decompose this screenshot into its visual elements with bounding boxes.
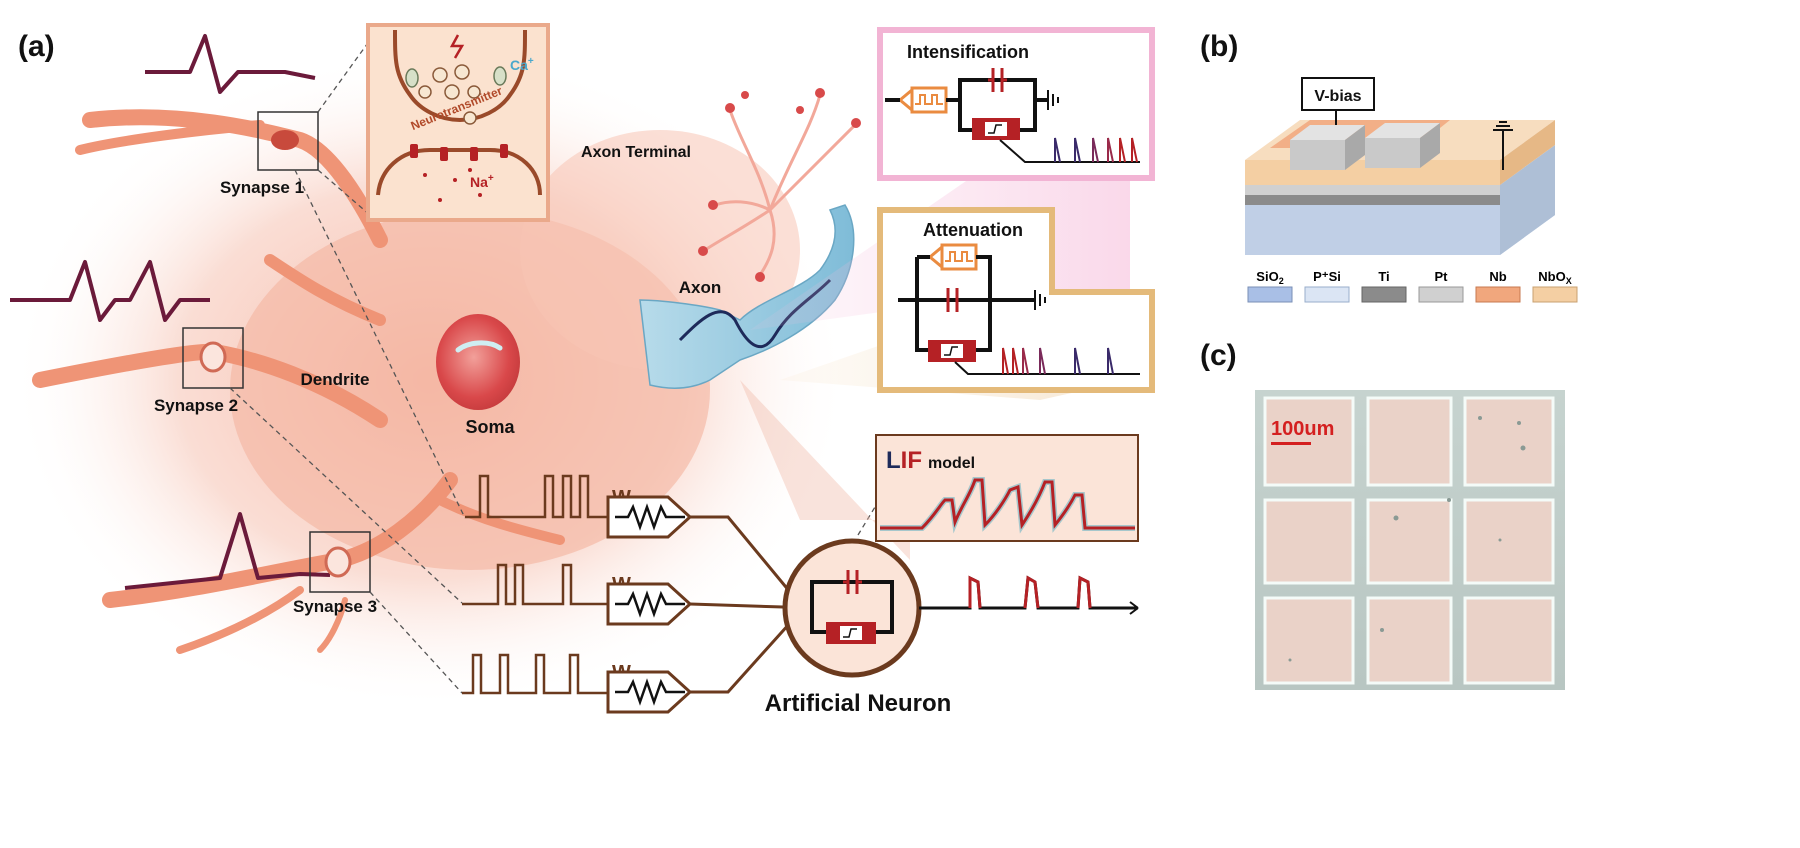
weight-w2: W2 — [606, 574, 693, 626]
panel-c: (c) 100um — [1200, 339, 1565, 690]
synapse-3[interactable] — [309, 531, 371, 593]
dendrite-spike-waveforms — [10, 34, 331, 590]
dashed-connectors — [229, 39, 876, 694]
dendrite-label: Dendrite — [301, 370, 370, 389]
legend-nb-swatch — [1475, 286, 1521, 303]
soma-label: Soma — [465, 417, 515, 437]
legend-psi-swatch — [1304, 286, 1350, 303]
neuron-cell-lobe — [520, 130, 800, 370]
legend-sio2-label: SiO2 — [1256, 269, 1283, 286]
panel-c-label: (c) — [1200, 339, 1237, 372]
scale-bar — [1271, 442, 1311, 445]
synapse-2[interactable] — [182, 327, 244, 389]
panel-b: (b) V-bias SiO2 — [1200, 30, 1578, 303]
artificial-neuron-label: Artificial Neuron — [765, 690, 952, 717]
micrograph-specks — [1288, 416, 1526, 662]
layer-legend: SiO2 P⁺Si Ti Pt Nb NbOX — [1247, 269, 1578, 303]
synapse-1[interactable] — [257, 111, 319, 171]
intensification-spikes — [1054, 137, 1138, 163]
legend-pt-swatch — [1418, 286, 1464, 303]
axon-terminal-label: Axon Terminal — [581, 144, 691, 161]
synapse-3-label: Synapse 3 — [293, 597, 377, 616]
legend-psi-label: P⁺Si — [1313, 269, 1341, 284]
output-spike-highlights — [968, 575, 1092, 609]
intensification-box: Intensification — [877, 27, 1155, 181]
intensification-label: Intensification — [907, 42, 1029, 62]
attenuation-spikes — [1002, 347, 1114, 375]
legend-pt-label: Pt — [1435, 269, 1449, 284]
device-stack — [1245, 110, 1555, 255]
attenuation-label: Attenuation — [923, 220, 1023, 240]
input-spike-trains — [462, 474, 610, 695]
soma — [436, 314, 520, 410]
scale-bar-label: 100um — [1271, 418, 1334, 440]
artificial-neuron — [782, 538, 922, 678]
weight-w3: W3 — [606, 662, 693, 714]
electrode-pads — [1263, 396, 1555, 685]
vbias-label: V-bias — [1314, 88, 1361, 105]
legend-nbox-label: NbOX — [1538, 269, 1571, 286]
output-arrowhead — [1129, 601, 1139, 615]
ion-na-label: Na+ — [470, 173, 494, 190]
weight-wires — [689, 515, 792, 694]
synapse-inset: Neurotransmitter Ca+ Na+ — [366, 23, 550, 222]
neuron-cone — [740, 380, 910, 560]
weight-w1: W1 — [606, 487, 693, 539]
ion-ca-label: Ca+ — [510, 56, 534, 73]
panel-b-label: (b) — [1200, 30, 1238, 63]
vbias-box — [1301, 77, 1375, 111]
legend-nb-label: Nb — [1489, 269, 1506, 284]
axon-label: Axon — [679, 278, 722, 297]
legend-ti-swatch — [1361, 286, 1407, 303]
panel-a-label: (a) — [18, 30, 55, 63]
panel-a: (a) — [10, 23, 1155, 717]
legend-nbox-swatch — [1532, 286, 1578, 303]
synapse-2-label: Synapse 2 — [154, 396, 238, 415]
synapse-1-label: Synapse 1 — [220, 178, 304, 197]
attenuation-box: Attenuation — [877, 207, 1155, 393]
legend-ti-label: Ti — [1378, 269, 1389, 284]
axon-terminal — [698, 88, 861, 282]
legend-sio2-swatch — [1247, 286, 1293, 303]
